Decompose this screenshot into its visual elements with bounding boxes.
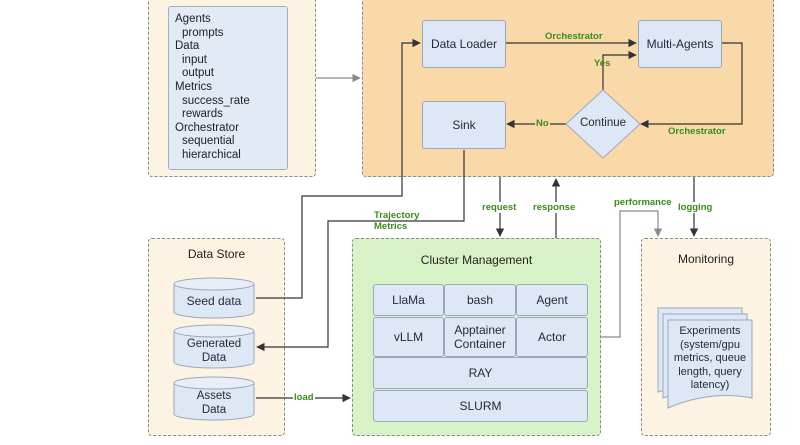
sink-node[interactable]: Sink bbox=[422, 101, 506, 149]
llama-node[interactable]: LlaMa bbox=[373, 284, 444, 316]
doc-line: Experiments bbox=[679, 325, 741, 337]
data-loader-node[interactable]: Data Loader bbox=[422, 20, 506, 68]
actor-node[interactable]: Actor bbox=[516, 317, 588, 357]
edge-label-load: load bbox=[293, 392, 315, 403]
config-subitem: success_rate bbox=[182, 94, 250, 107]
edge-performance bbox=[601, 210, 663, 338]
continue-label: Continue bbox=[579, 117, 627, 129]
seed-data-label[interactable]: Seed data bbox=[186, 294, 242, 308]
ray-node[interactable]: RAY bbox=[373, 357, 588, 389]
generated-line-2: Data bbox=[201, 351, 227, 364]
experiments-documents bbox=[657, 307, 753, 409]
edge-seed-loader bbox=[256, 38, 421, 299]
doc-line: latency) bbox=[690, 379, 730, 391]
edge-label-trajectory: Trajectory bbox=[374, 210, 420, 221]
generated-data-cylinder bbox=[173, 324, 255, 369]
assets-data-label[interactable]: Assets Data bbox=[174, 390, 254, 417]
config-box bbox=[168, 6, 288, 170]
config-subitem: output bbox=[182, 67, 214, 80]
agent-node[interactable]: Agent bbox=[516, 284, 588, 316]
edge-label-no: No bbox=[535, 118, 550, 129]
seed-data-cylinder bbox=[173, 277, 255, 319]
bash-node[interactable]: bash bbox=[444, 284, 516, 316]
config-subitem: rewards bbox=[182, 108, 223, 121]
doc-line: (system/gpu bbox=[680, 338, 740, 351]
assets-line-1: Assets bbox=[196, 390, 232, 402]
assets-line-2: Data bbox=[201, 403, 227, 416]
config-subitem: sequential bbox=[182, 135, 235, 148]
config-item: Metrics bbox=[175, 80, 213, 93]
doc-line: length, query bbox=[678, 365, 742, 378]
config-item: Agents bbox=[175, 13, 211, 25]
apptainer-node[interactable]: Apptainer Container bbox=[444, 317, 516, 357]
multi-agents-node[interactable]: Multi-Agents bbox=[638, 20, 722, 68]
config-subitem: hierarchical bbox=[182, 148, 241, 161]
generated-line-1: Generated bbox=[186, 338, 242, 350]
continue-diamond bbox=[565, 89, 641, 159]
cluster-title: Cluster Management bbox=[420, 253, 533, 267]
apptainer-line-2: Container bbox=[453, 337, 507, 351]
data-store-title: Data Store bbox=[187, 247, 246, 261]
edge-label-request: request bbox=[481, 202, 518, 213]
edge-agents-continue bbox=[640, 42, 743, 129]
monitoring-title: Monitoring bbox=[677, 252, 735, 266]
config-subitem: input bbox=[182, 53, 207, 66]
edge-label-yes: Yes bbox=[594, 58, 611, 69]
edge-sink-generated bbox=[256, 150, 465, 352]
edge-label-response: response bbox=[532, 202, 577, 213]
apptainer-line-1: Apptainer bbox=[454, 323, 506, 337]
vllm-node[interactable]: vLLM bbox=[373, 317, 444, 357]
experiments-text[interactable]: Experiments (system/gpu metrics, queue l… bbox=[668, 325, 752, 393]
generated-data-label[interactable]: Generated Data bbox=[174, 338, 254, 365]
edge-continue-agents bbox=[602, 50, 637, 90]
edge-label-orchestrator-right: Orchestrator bbox=[668, 126, 726, 137]
config-item: Orchestrator bbox=[175, 121, 239, 134]
edge-label-performance: performance bbox=[614, 197, 672, 208]
doc-line: metrics, queue bbox=[673, 352, 747, 364]
assets-data-cylinder bbox=[173, 376, 255, 421]
config-subitem: prompts bbox=[182, 26, 224, 39]
edge-label-orchestrator-top: Orchestrator bbox=[545, 31, 603, 42]
edge-label-metrics: Metrics bbox=[374, 221, 408, 232]
config-item: Data bbox=[175, 40, 200, 53]
slurm-node[interactable]: SLURM bbox=[373, 390, 588, 422]
edge-label-logging: logging bbox=[677, 202, 714, 213]
